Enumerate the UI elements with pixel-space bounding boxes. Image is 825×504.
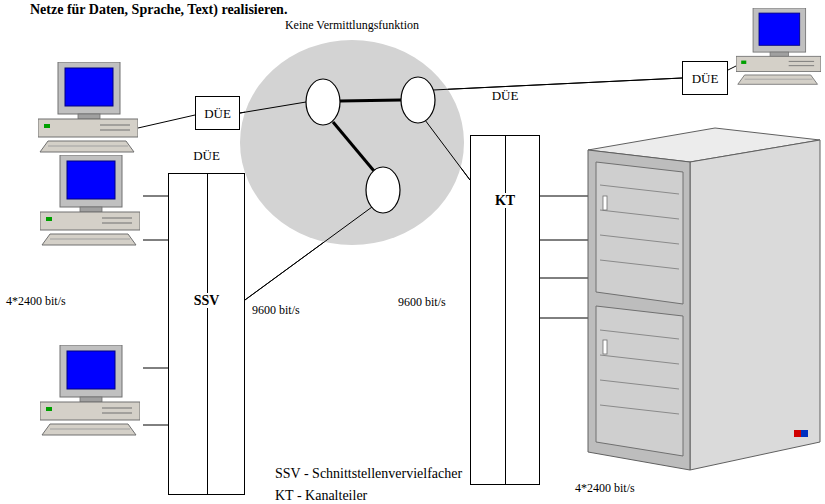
label-holder: KT - Kanalteiler [275, 486, 367, 504]
rate-label-holder: 9600 bit/s [252, 300, 300, 318]
trunk-line [240, 102, 306, 113]
label-holder: Netze für Daten, Sprache, Text) realisie… [30, 0, 287, 18]
panel-slot [600, 330, 679, 339]
cabinet-panel [596, 306, 683, 456]
panel-slot [600, 380, 679, 389]
computer-icon [40, 345, 140, 435]
device-name: KT [493, 193, 517, 208]
label-holder: 4*2400 bit/s [6, 291, 66, 309]
network-node [401, 77, 435, 123]
transfer-box: DÜE [682, 61, 728, 95]
terminal-wire [143, 196, 168, 197]
panel-slot [600, 185, 679, 194]
host-wire [540, 278, 590, 279]
host-wire [540, 240, 590, 241]
host-wire [540, 318, 590, 319]
terminal-wire [143, 368, 168, 369]
page-heading: Netze für Daten, Sprache, Text) realisie… [30, 2, 287, 17]
label-holder: 4*2400 bit/s [575, 478, 635, 496]
rate-label-holder: 9600 bit/s [398, 292, 446, 310]
network-cloud-shape [240, 40, 464, 245]
device-name-holder: KT [471, 191, 539, 209]
abbreviation-note: SSV - Schnittstellenvervielfacher [275, 466, 462, 481]
network-cloud: Keine Vermittlungsfunktion [240, 18, 464, 245]
device-heading: DÜE [470, 88, 540, 103]
device-housing: SSV [168, 173, 245, 495]
rate-label: 4*2400 bit/s [6, 294, 66, 308]
computer-icon [40, 155, 140, 245]
cabinet-front [588, 150, 690, 470]
network-caption: Keine Vermittlungsfunktion [240, 18, 464, 32]
terminal-wire [143, 425, 168, 426]
computer-icon [736, 8, 821, 84]
trunk-line [245, 207, 372, 300]
device-name-holder: SSV [169, 291, 244, 309]
channel-divider-box: DÜE KT [470, 88, 540, 485]
panel-slot [600, 405, 679, 414]
host-wire [540, 196, 590, 197]
terminal-wire [143, 240, 168, 241]
network-node [366, 167, 400, 213]
trunk-line [433, 78, 682, 90]
trunk-line [425, 120, 470, 180]
terminal-wire [728, 66, 736, 70]
vendor-logo [801, 430, 808, 437]
transfer-box: DÜE [195, 96, 240, 130]
line-rate: 9600 bit/s [252, 303, 300, 317]
device-housing: KT [470, 135, 540, 485]
device-label: DÜE [692, 71, 719, 86]
cabinet-side [690, 140, 820, 470]
computer-icon [38, 62, 138, 152]
fixed-line [340, 100, 401, 101]
device-heading: DÜE [168, 148, 245, 163]
label-holder: SSV - Schnittstellenvervielfacher [275, 464, 462, 482]
divider-line [505, 136, 506, 484]
divider-line [207, 174, 208, 494]
panel-handle [603, 340, 607, 354]
abbreviation-note: KT - Kanalteiler [275, 488, 367, 503]
terminal-wire [138, 115, 195, 128]
multiplexer-box: DÜE SSV [168, 148, 245, 495]
line-rate: 9600 bit/s [398, 295, 446, 309]
fixed-line [333, 122, 374, 171]
panel-slot [600, 355, 679, 364]
panel-slot [600, 260, 679, 269]
network-node [306, 79, 340, 125]
vendor-logo [794, 430, 801, 437]
device-label: DÜE [204, 106, 231, 121]
rate-label: 4*2400 bit/s [575, 481, 635, 495]
panel-slot [600, 235, 679, 244]
panel-slot [600, 210, 679, 219]
cabinet-panel [596, 162, 683, 304]
panel-handle [603, 196, 607, 210]
device-name: SSV [192, 293, 222, 308]
